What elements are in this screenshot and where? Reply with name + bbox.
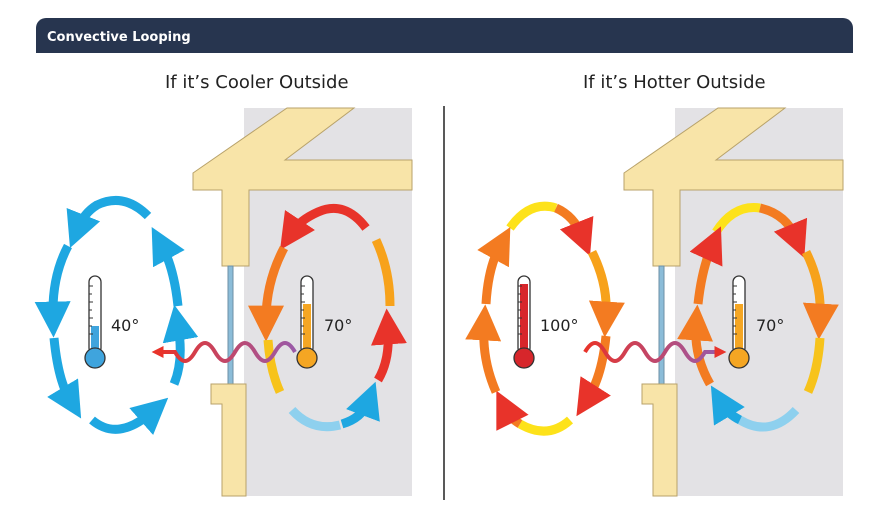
panel-title-cooler: If it’s Cooler Outside <box>165 72 349 93</box>
heat-wave-arrow-icon <box>583 341 727 363</box>
convection-arrow-icon <box>710 385 745 426</box>
window-glass <box>227 265 234 385</box>
panel-title-hotter: If it’s Hotter Outside <box>583 72 766 93</box>
outside-temp-label: 40° <box>111 316 139 335</box>
thermometer-icon <box>84 275 106 369</box>
convection-arrow-icon <box>280 204 370 250</box>
convection-arrow-icon <box>340 381 380 429</box>
convection-arrow-icon <box>576 335 611 417</box>
convection-loop-inside <box>248 204 407 432</box>
panel-hotter: 100° 70° <box>465 107 844 497</box>
convection-loop-outside <box>465 201 625 436</box>
convection-arrow-icon <box>465 304 502 394</box>
convection-arrow-icon <box>66 195 152 249</box>
convection-arrow-icon <box>477 227 511 305</box>
convection-arrow-icon <box>587 249 625 338</box>
window-glass <box>658 265 665 385</box>
section-header: Convective Looping <box>36 18 853 53</box>
roof-eave <box>192 107 413 267</box>
thermometer-icon <box>513 275 535 369</box>
convection-arrow-icon <box>554 203 594 257</box>
panel-cooler: 40° 70° <box>34 107 413 497</box>
convection-arrow-icon <box>496 390 529 431</box>
convection-arrow-icon <box>689 226 723 305</box>
convection-arrow-icon <box>370 308 407 383</box>
convection-arrow-icon <box>34 243 73 338</box>
convection-arrow-icon <box>89 397 169 436</box>
convection-arrow-icon <box>248 245 288 342</box>
convection-loop-inside <box>677 203 839 432</box>
inside-temp-label: 70° <box>756 316 784 335</box>
thermometer-icon <box>296 275 318 369</box>
convection-arrow-icon <box>801 249 839 340</box>
section-title: Convective Looping <box>47 30 191 45</box>
convection-loop-outside <box>34 195 199 436</box>
heat-wave-arrow-icon <box>151 341 297 363</box>
thermometer-icon <box>728 275 750 369</box>
outside-temp-label: 100° <box>540 316 579 335</box>
lower-wall <box>641 383 678 497</box>
roof-eave <box>623 107 844 267</box>
convection-arrow-icon <box>47 337 82 419</box>
lower-wall <box>210 383 247 497</box>
inside-temp-label: 70° <box>324 316 352 335</box>
convection-arrow-icon <box>151 227 185 307</box>
convection-arrow-icon <box>758 203 808 258</box>
convection-arrow-icon <box>677 304 714 387</box>
